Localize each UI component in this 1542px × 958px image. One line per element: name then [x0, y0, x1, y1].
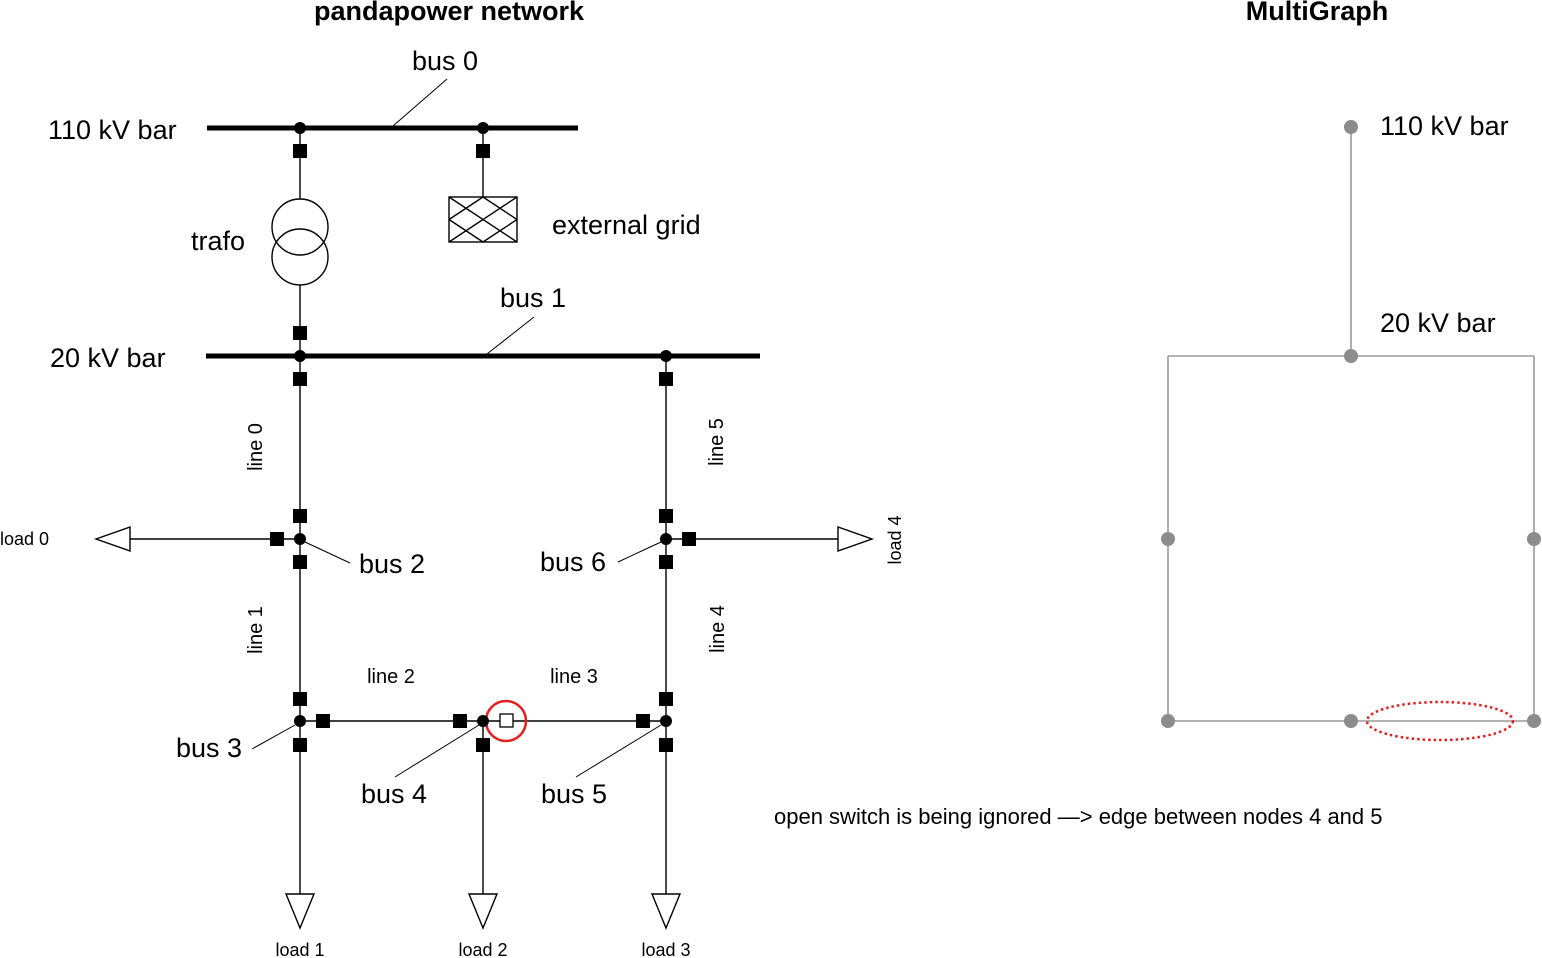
- line-4-switch-bottom: [659, 692, 673, 706]
- load-4-switch: [682, 532, 696, 546]
- line-3-switch-right: [636, 714, 650, 728]
- graph-node-bus-5: [1527, 714, 1541, 728]
- load-4-label: load 4: [885, 515, 905, 564]
- graph-node-bus-2: [1161, 532, 1175, 546]
- trafo-hv-switch: [293, 144, 307, 158]
- load-0-switch: [270, 532, 284, 546]
- line-4-label: line 4: [707, 605, 729, 653]
- load-3-label: load 3: [641, 940, 690, 958]
- load-4-symbol: [837, 526, 875, 552]
- load-2-symbol: [467, 893, 499, 930]
- line-1-switch-top: [293, 555, 307, 569]
- bus-3-leader: [251, 724, 296, 750]
- bus-2-label: bus 2: [359, 549, 425, 579]
- bus-1-label: bus 1: [500, 283, 566, 313]
- graph-mv-label: 20 kV bar: [1380, 308, 1496, 338]
- line-2-label: line 2: [367, 666, 415, 688]
- line-3-open-switch: [499, 713, 514, 728]
- load-0-symbol: [93, 526, 131, 552]
- multigraph: 110 kV bar 20 kV bar: [1161, 111, 1541, 742]
- bus-2-leader: [304, 541, 351, 564]
- load-1-symbol: [284, 893, 316, 930]
- pandapower-network: 110 kV bar bus 0 external grid trafo 20 …: [0, 46, 905, 958]
- trafo-winding-lv: [271, 228, 329, 286]
- load-2-switch: [476, 738, 490, 752]
- load-1-switch: [293, 738, 307, 752]
- bus-4-leader: [394, 724, 480, 778]
- line-5-switch-top: [659, 372, 673, 386]
- line-0-switch-top: [293, 372, 307, 386]
- load-1-label: load 1: [275, 940, 324, 958]
- line-4-switch-top: [659, 555, 673, 569]
- load-0-label: load 0: [0, 529, 49, 549]
- graph-hv-label: 110 kV bar: [1380, 111, 1509, 141]
- trafo-winding-hv: [271, 198, 329, 256]
- load-3-symbol: [650, 893, 682, 930]
- ext-grid-switch: [476, 144, 490, 158]
- ignored-switch-edge-highlight: [1365, 700, 1515, 742]
- line-3-label: line 3: [550, 666, 598, 688]
- bus-0-label: bus 0: [412, 46, 478, 76]
- bus-3-label: bus 3: [176, 733, 242, 763]
- line-1-label: line 1: [245, 606, 267, 654]
- pandapower-network-title: pandapower network: [314, 0, 585, 26]
- graph-node-bus-3: [1161, 714, 1175, 728]
- ignored-switch-note: open switch is being ignored —> edge bet…: [774, 804, 1383, 829]
- bus-0-leader: [392, 78, 448, 127]
- graph-node-bus-6: [1527, 532, 1541, 546]
- bus-4-label: bus 4: [361, 779, 427, 809]
- graph-node-bus-1: [1344, 349, 1358, 363]
- multigraph-title: MultiGraph: [1246, 0, 1389, 26]
- line-2-switch-left: [316, 714, 330, 728]
- line-2-switch-right: [453, 714, 467, 728]
- trafo-lv-switch: [293, 326, 307, 340]
- graph-node-bus-4: [1344, 714, 1358, 728]
- trafo-label: trafo: [191, 226, 245, 256]
- line-1-switch-bottom: [293, 692, 307, 706]
- mv-bar-label: 20 kV bar: [50, 343, 166, 373]
- line-5-switch-bottom: [659, 509, 673, 523]
- graph-node-bus-0: [1344, 120, 1358, 134]
- bus-1-leader: [486, 316, 535, 355]
- bus-5-label: bus 5: [541, 779, 607, 809]
- bus-6-leader: [617, 541, 662, 563]
- line-5-label: line 5: [706, 418, 728, 466]
- external-grid-label: external grid: [552, 210, 701, 240]
- line-0-switch-bottom: [293, 509, 307, 523]
- line-0-label: line 0: [245, 423, 267, 471]
- bus-6-label: bus 6: [540, 547, 606, 577]
- bus-5-leader: [575, 724, 662, 778]
- hv-bar-label: 110 kV bar: [48, 115, 177, 145]
- external-grid-symbol: [448, 196, 518, 243]
- load-2-label: load 2: [458, 940, 507, 958]
- load-3-switch: [659, 738, 673, 752]
